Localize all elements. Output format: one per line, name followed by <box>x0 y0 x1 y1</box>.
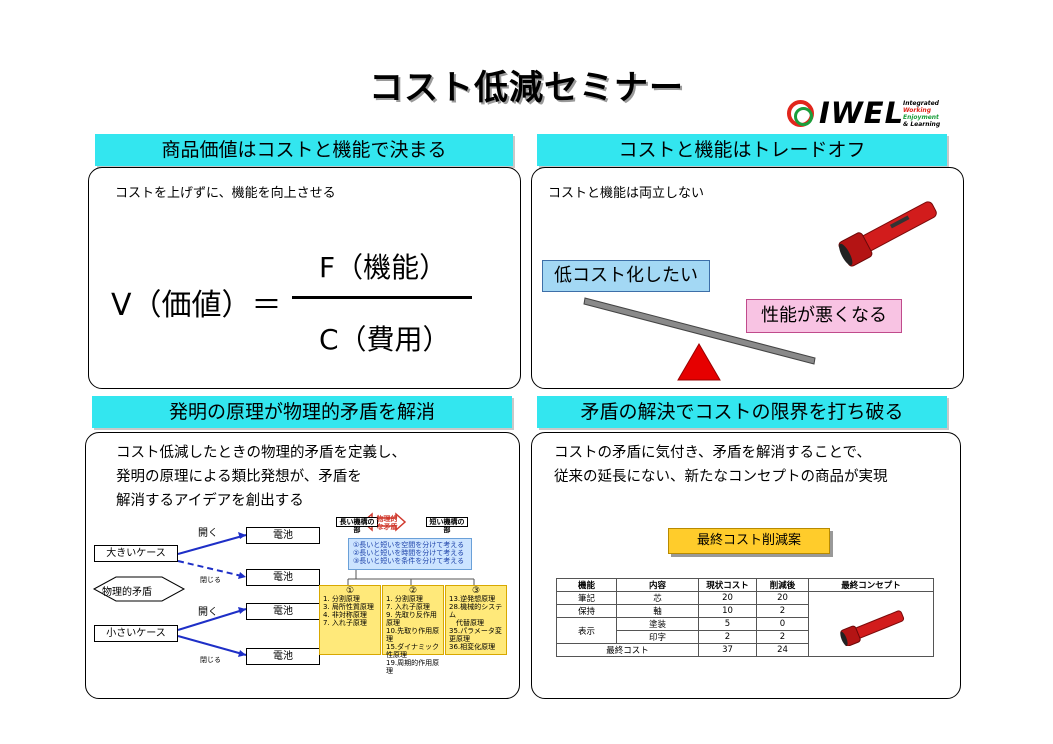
battery-box-4: 電池 <box>246 648 320 665</box>
small-case-box: 小さいケース <box>94 625 178 642</box>
q2-header: コストと機能はトレードオフ <box>537 134 947 166</box>
q3-description: コスト低減したときの物理的矛盾を定義し、発明の原理による類比発想が、矛盾を解消す… <box>116 445 406 509</box>
numerator: F（機能） <box>319 251 448 284</box>
fraction-bar <box>292 296 472 299</box>
big-case-box: 大きいケース <box>94 545 178 562</box>
battery-box-1: 電池 <box>246 527 320 544</box>
long-mech-label: 長い機構の部 <box>336 517 378 534</box>
q1-subtitle: コストを上げずに、機能を向上させる <box>115 186 336 201</box>
seesaw-beam <box>583 297 816 365</box>
contradiction-label: 物理的矛盾 <box>102 587 152 598</box>
flashlight-icon <box>838 201 937 267</box>
short-mech-label: 短い機構の部 <box>426 517 468 534</box>
performance-drop-label: 性能が悪くなる <box>746 299 902 333</box>
logo-word: IWEL <box>819 96 905 130</box>
q2-subtitle: コストと機能は両立しない <box>548 186 705 201</box>
physical-contradiction-label: 物理的な矛盾 <box>376 515 398 531</box>
q2-panel: コストと機能は両立しない 低コスト化したい 性能が悪くなる <box>531 167 964 389</box>
close-label-2: 閉じる <box>200 656 221 664</box>
q4-panel: コストの矛盾に気付き、矛盾を解消することで、従来の延長にない、新たなコンセプトの… <box>531 432 961 699</box>
value-formula-lhs: V（価値）＝ <box>111 288 282 323</box>
q3-panel: コスト低減したときの物理的矛盾を定義し、発明の原理による類比発想が、矛盾を解消す… <box>85 432 520 699</box>
fulcrum-triangle <box>677 343 721 381</box>
open-label-1: 開く <box>198 528 218 539</box>
final-plan-label: 最終コスト削減案 <box>668 528 830 554</box>
q4-description: コストの矛盾に気付き、矛盾を解消することで、従来の延長にない、新たなコンセプトの… <box>554 445 888 485</box>
seesaw-diagram <box>583 201 937 381</box>
flashlight-icon <box>840 609 905 647</box>
q3-header: 発明の原理が物理的矛盾を解消 <box>92 396 512 428</box>
final-concept-cell <box>808 591 934 657</box>
open-label-2: 開く <box>198 607 218 618</box>
low-cost-label: 低コスト化したい <box>542 260 710 292</box>
page-title: コスト低減セミナー <box>369 68 684 108</box>
battery-box-3: 電池 <box>246 603 320 620</box>
logo-ring-icon <box>787 100 814 127</box>
denominator: C（費用） <box>319 323 451 356</box>
q4-header: 矛盾の解決でコストの限界を打ち破る <box>537 396 947 428</box>
battery-box-2: 電池 <box>246 569 320 586</box>
contradiction-arrow <box>92 576 186 602</box>
close-label-1: 閉じる <box>200 576 221 584</box>
q1-panel: コストを上げずに、機能を向上させる V（価値）＝ F（機能） C（費用） <box>88 167 521 389</box>
q1-header: 商品価値はコストと機能で決まる <box>95 134 513 166</box>
